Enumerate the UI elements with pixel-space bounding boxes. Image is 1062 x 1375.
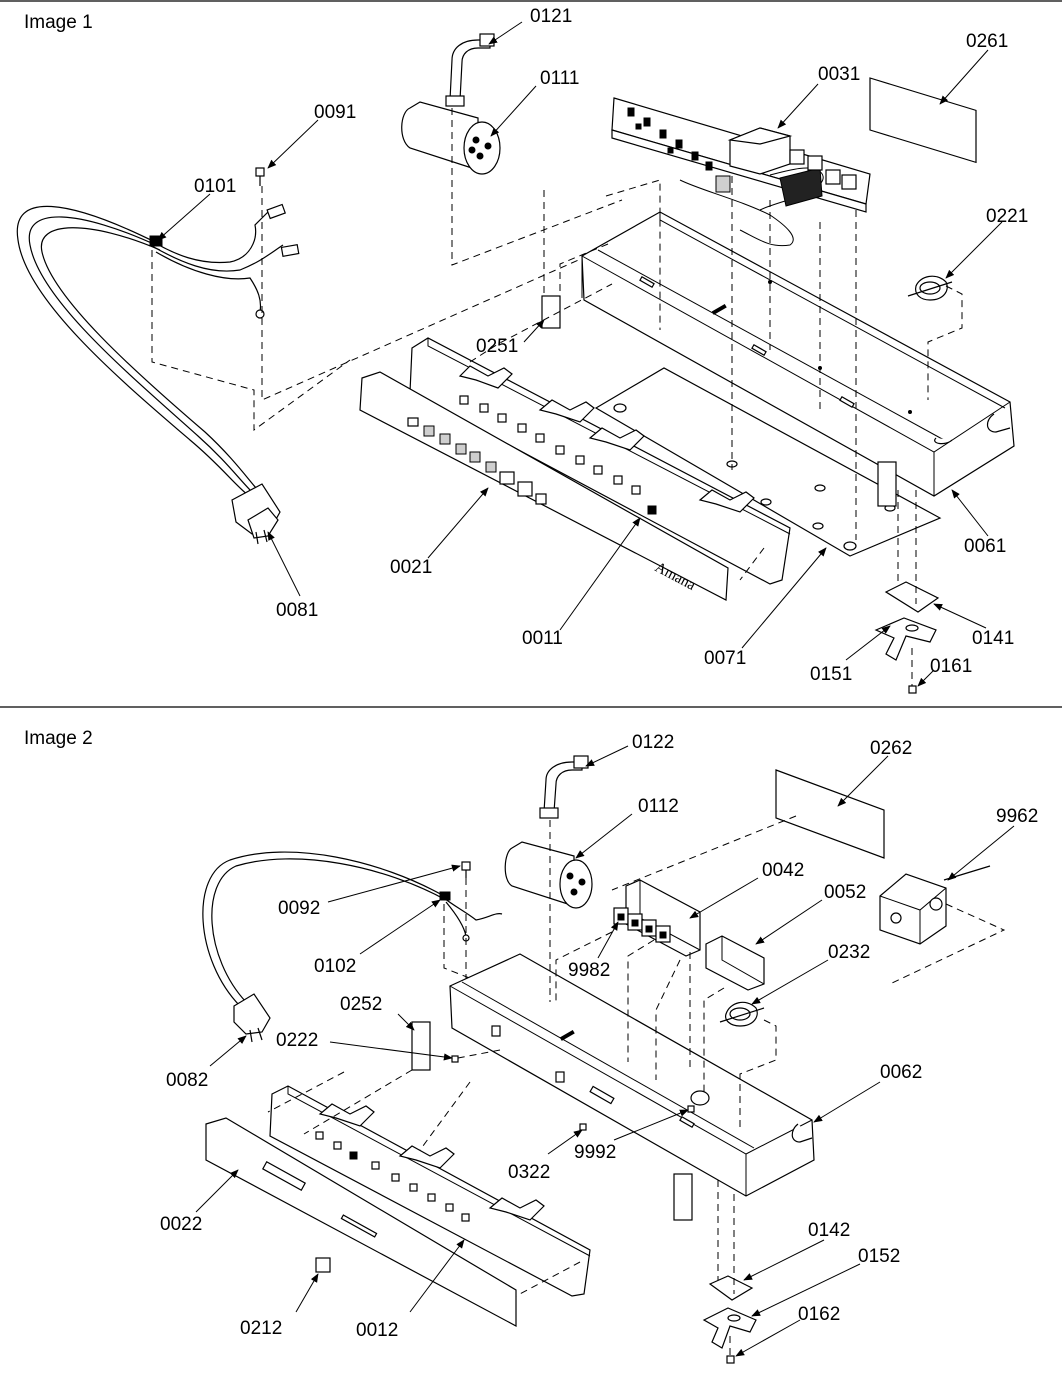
callout-0232: 0232 <box>828 942 870 963</box>
console-fascia-0021: Amana <box>359 371 729 601</box>
callouts-image-2: 0122 0262 0112 9962 0042 0052 0092 0102 … <box>160 732 1038 1357</box>
board-switch-row <box>627 107 713 171</box>
callouts-image-1: 0121 0111 0031 0261 0091 0101 0221 0251 … <box>157 6 1028 687</box>
callout-0092: 0092 <box>278 898 320 919</box>
callout-0322: 0322 <box>508 1162 550 1183</box>
callout-0082: 0082 <box>166 1070 208 1091</box>
tape-lower-right <box>673 1173 693 1221</box>
callout-0012: 0012 <box>356 1320 398 1341</box>
callout-0122: 0122 <box>632 732 674 753</box>
callout-0212: 0212 <box>240 1318 282 1339</box>
leveling-foot-0152 <box>702 1307 757 1349</box>
callout-0251: 0251 <box>476 336 518 357</box>
image-2-section: Image 2 <box>24 728 1038 1364</box>
callout-0252: 0252 <box>340 994 382 1015</box>
screw-0162 <box>726 1336 735 1364</box>
power-cord-0081 <box>16 205 281 545</box>
leg-bracket-0142 <box>708 1180 754 1301</box>
callout-0011: 0011 <box>522 628 563 649</box>
callout-0151: 0151 <box>810 664 852 685</box>
callout-0102: 0102 <box>314 956 356 977</box>
callout-0141: 0141 <box>972 628 1014 649</box>
control-board-0031 <box>611 97 871 247</box>
image-1-section: Image 1 <box>16 6 1028 694</box>
callout-0091: 0091 <box>314 102 356 123</box>
wire-harness-0102 <box>439 891 503 942</box>
console-frame-0011 <box>409 337 791 585</box>
screw-0091 <box>255 167 265 186</box>
bracket-0121 <box>445 33 495 107</box>
console-frame-cutouts-2 <box>315 1131 470 1222</box>
callout-0042: 0042 <box>762 860 804 881</box>
callout-0112: 0112 <box>638 796 679 817</box>
base-plate-0071 <box>594 367 942 557</box>
screw-0222 <box>451 1055 459 1063</box>
label-0261 <box>869 77 977 164</box>
valve-9962 <box>879 865 1006 985</box>
connector-0052 <box>705 935 765 991</box>
callout-0152: 0152 <box>858 1246 900 1267</box>
callout-9992: 9992 <box>574 1142 616 1163</box>
console-frame-cutouts <box>459 395 657 515</box>
callout-0221: 0221 <box>986 206 1028 227</box>
callout-0162: 0162 <box>798 1304 840 1325</box>
capacitor-0111 <box>401 101 623 266</box>
callout-0061: 0061 <box>964 536 1006 557</box>
callout-0022: 0022 <box>160 1214 202 1235</box>
capacitor-0112 <box>504 841 593 909</box>
screw-9992 <box>687 1105 695 1113</box>
callout-0071: 0071 <box>704 648 746 669</box>
callout-0021: 0021 <box>390 557 432 578</box>
label-0262 <box>775 769 885 859</box>
power-cord-0082 <box>202 851 447 1043</box>
callout-0101: 0101 <box>194 176 236 197</box>
callout-0262: 0262 <box>870 738 912 759</box>
leg-bracket-0141 <box>877 461 940 613</box>
callout-0081: 0081 <box>276 600 318 621</box>
sensor-clip-0232 <box>719 1001 765 1027</box>
callout-0121: 0121 <box>530 6 572 27</box>
relay-block-9982 <box>613 907 671 943</box>
tape-0251 <box>541 295 561 329</box>
image-1-title: Image 1 <box>24 12 93 33</box>
screw-0161 <box>908 648 917 694</box>
console-frame-0012 <box>269 1085 591 1297</box>
wire-harness-0101 <box>149 203 300 319</box>
screw-0322 <box>579 1123 587 1131</box>
callout-0031: 0031 <box>818 64 860 85</box>
callout-0062: 0062 <box>880 1062 922 1083</box>
callout-0222: 0222 <box>276 1030 318 1051</box>
callout-0111: 0111 <box>540 68 579 89</box>
tape-0252 <box>411 1021 431 1071</box>
sensor-clip-0221 <box>907 275 963 400</box>
callout-0052: 0052 <box>824 882 866 903</box>
callout-0142: 0142 <box>808 1220 850 1241</box>
leveling-foot-0151 <box>874 617 937 661</box>
knob-0212 <box>315 1257 331 1273</box>
callout-9962: 9962 <box>996 806 1038 827</box>
callout-0161: 0161 <box>930 656 972 677</box>
bracket-0122 <box>539 755 589 819</box>
callout-0261: 0261 <box>966 31 1008 52</box>
image-2-title: Image 2 <box>24 728 93 749</box>
fascia-buttons <box>407 417 547 505</box>
callout-9982: 9982 <box>568 960 610 981</box>
housing-0062 <box>449 953 815 1197</box>
